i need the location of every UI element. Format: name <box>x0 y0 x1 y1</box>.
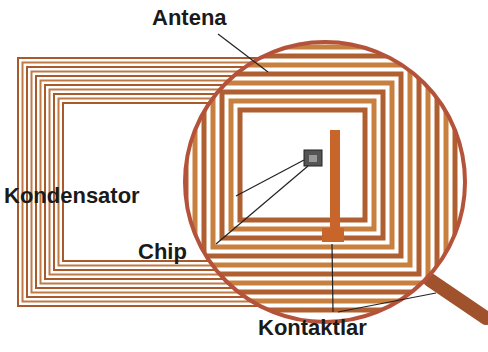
contact-dot <box>435 284 445 294</box>
coil-turn <box>150 20 455 310</box>
coil-turn <box>168 38 437 292</box>
chip-symbol <box>304 150 322 166</box>
coil-turn <box>195 65 410 265</box>
part-label: Chip <box>136 240 189 264</box>
part-label: Antena <box>150 6 229 30</box>
magnifier-handle <box>430 280 486 318</box>
coil-turn <box>222 92 383 238</box>
magnified-coil <box>150 20 455 310</box>
magnifier-rim <box>185 42 465 322</box>
leader-lines <box>216 34 436 312</box>
coil-turn <box>213 83 392 247</box>
coil-turn <box>177 47 428 283</box>
lens-ground <box>185 42 465 322</box>
contact-strip <box>330 130 340 240</box>
part-label: Kondensator <box>2 184 142 208</box>
capacitor-symbol <box>309 155 317 162</box>
part-label: Kontaktlar <box>256 316 369 340</box>
contact-pad <box>322 228 344 242</box>
coil-turn <box>240 110 365 220</box>
coil-turn <box>159 29 446 301</box>
coil-turn <box>231 101 374 229</box>
coil-turn <box>204 74 401 256</box>
